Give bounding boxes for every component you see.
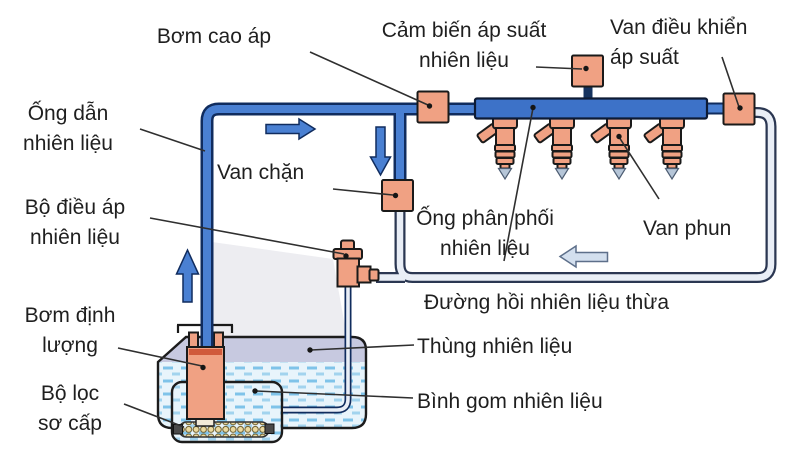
background-sheet [212, 242, 347, 338]
fuel-pressure-sensor [571, 54, 604, 88]
label-fuel-collector: Bình gom nhiên liệu [417, 390, 603, 413]
label-return-line: Đường hồi nhiên liệu thừa [424, 291, 670, 314]
fuel-injector [532, 114, 575, 180]
arrow-up-icon [175, 248, 200, 303]
fuel-rail [473, 97, 709, 120]
fuel-injector [642, 114, 685, 180]
return-line [376, 107, 777, 283]
arrow-right-icon [265, 117, 317, 141]
label-shutoff-valve: Van chặn [217, 161, 305, 184]
pointer-lines [117, 51, 740, 428]
supply-line [200, 102, 476, 350]
high-pressure-pump [416, 90, 450, 124]
label-pressure-control-valve: Van điều khiển áp suất [610, 16, 748, 69]
fuel-injector [475, 114, 518, 180]
label-primary-filter: Bộ lọc sơ cấp [38, 382, 102, 435]
sensor-stem [583, 84, 593, 100]
label-fuel-pressure-regulator: Bộ điều áp nhiên liệu [24, 196, 126, 249]
label-fuel-supply-pipe: Ống dẫn nhiên liệu [23, 102, 113, 155]
fuel-pressure-regulator [332, 239, 380, 288]
primary-filter [173, 421, 275, 438]
label-fuel-tank: Thùng nhiên liệu [417, 335, 573, 358]
injectors [475, 114, 685, 180]
label-fuel-rail: Ống phân phối nhiên liệu [416, 207, 554, 260]
regulator-drain-line [283, 287, 352, 414]
label-high-pressure-pump: Bơm cao áp [156, 25, 272, 48]
label-fuel-pressure-sensor: Cảm biến áp suất nhiên liệu [381, 19, 547, 72]
metering-pump [186, 346, 225, 427]
pointer-dots [200, 65, 743, 394]
label-metering-pump: Bơm định lượng [24, 304, 116, 357]
arrow-left-icon [558, 244, 609, 269]
arrow-down-icon [369, 126, 392, 177]
label-injector: Van phun [643, 217, 732, 240]
